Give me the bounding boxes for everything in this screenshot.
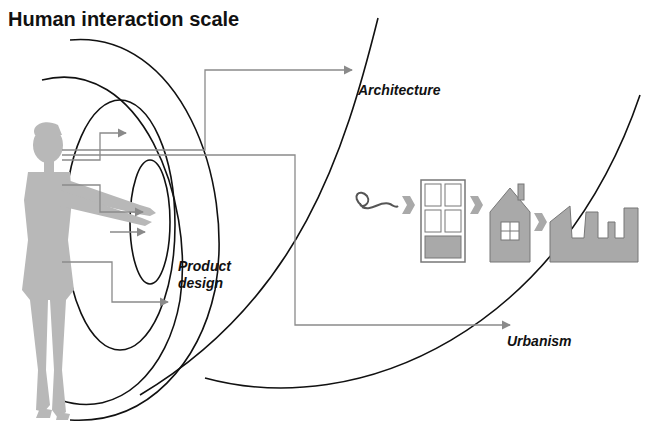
person-silhouette (22, 122, 156, 420)
scale-label: Urbanism (507, 333, 572, 350)
scale-arrow (62, 185, 143, 212)
scale-label: Architecture (358, 82, 440, 99)
scale-arrow (110, 231, 145, 232)
diagram-title: Human interaction scale (8, 8, 239, 31)
urbanism-arrow (62, 155, 510, 325)
urbanism-curve (205, 95, 640, 388)
outer-arc (70, 40, 219, 421)
scale-icons (356, 180, 638, 262)
scale-arrow (62, 262, 168, 302)
scale-label: Product design (178, 258, 248, 292)
middle-ellipse (65, 100, 175, 350)
architecture-arrow (62, 70, 352, 150)
scale-arrow (62, 133, 126, 160)
